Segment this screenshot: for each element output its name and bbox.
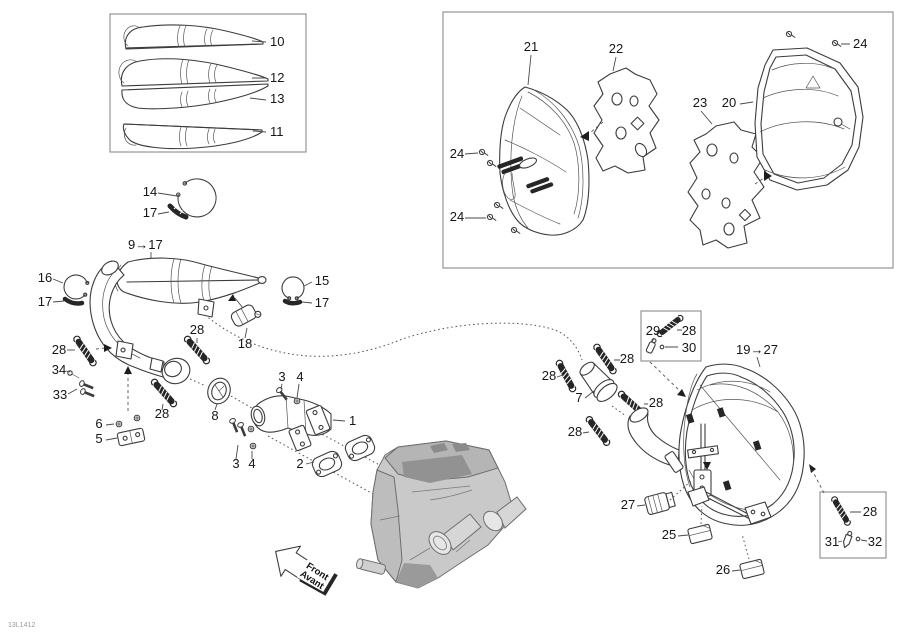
callout: 21 (524, 39, 538, 54)
callout: 29 (646, 323, 660, 338)
left-hardware: 28 28 28 34 33 6 5 (52, 322, 211, 447)
callout: 10 (270, 34, 284, 49)
spring-28 (592, 343, 617, 375)
callout: 28 (682, 323, 696, 338)
callout: 28 (542, 368, 556, 383)
spring-28 (585, 415, 612, 446)
callout: 4 (296, 369, 303, 384)
callout: 33 (53, 387, 67, 402)
insulation-sheet-right (687, 121, 765, 249)
rubber-mount-27 (644, 491, 676, 515)
callout: 28 (52, 342, 66, 357)
callout: 17 (143, 205, 157, 220)
muffler-half-11 (122, 123, 263, 150)
callout: 28 (863, 504, 877, 519)
engine (356, 440, 527, 589)
callout: 25 (662, 527, 676, 542)
callout: 20 (722, 95, 736, 110)
nut-6 (133, 414, 141, 422)
callout: 3 (278, 369, 285, 384)
callout: 5 (95, 431, 102, 446)
muffler-halves-inset: 10 12 13 11 (109, 13, 307, 153)
routing-guide-line (204, 314, 583, 361)
muffler-half-12 (118, 58, 269, 87)
callout: 22 (609, 41, 623, 56)
figure-code: 13L1412 (8, 622, 35, 629)
callout: 9→17 (128, 237, 163, 252)
callout: 26 (716, 562, 730, 577)
clamp-block-26 (739, 558, 765, 580)
callout: 8 (211, 408, 218, 423)
manifold-assembly: 1 3 4 3 4 2 (189, 369, 431, 501)
callout: 28 (568, 424, 582, 439)
callout: 24 (853, 36, 867, 51)
callout: 16 (38, 270, 52, 285)
muffler-mounts: 27 25 26 (621, 480, 765, 580)
muffler-half-10 (123, 24, 264, 50)
callout: 23 (693, 95, 707, 110)
callout: 19→27 (736, 342, 778, 357)
callout: 28 (155, 406, 169, 421)
spring-28 (555, 359, 577, 393)
callout: 12 (270, 70, 284, 85)
callout: 32 (868, 534, 882, 549)
inset-box-frame (819, 491, 887, 559)
c-ring-left-group: 16 17 (38, 270, 90, 309)
callout: 18 (238, 336, 252, 351)
callout: 1 (349, 413, 356, 428)
bracket-5 (116, 427, 146, 447)
spring-kit-inset-bottom: 28 31 32 (811, 469, 887, 559)
callout: 6 (95, 416, 102, 431)
muffler-assembly: 19→27 (627, 342, 816, 526)
gasket-ring-8: 8 (207, 377, 231, 423)
muffler-half-13 (121, 83, 269, 110)
callout: 4 (248, 456, 255, 471)
callout: 24 (450, 209, 464, 224)
callout: 14 (143, 184, 157, 199)
callout: 24 (450, 146, 464, 161)
spring-kit-inset-top: 29 28 30 (640, 310, 702, 397)
callout: 17 (38, 294, 52, 309)
c-ring-right-group: 15 17 (281, 273, 329, 310)
callout: 17 (315, 295, 329, 310)
callout: 27 (621, 497, 635, 512)
callout: 7 (575, 390, 582, 405)
callout: 31 (825, 534, 839, 549)
callout: 34 (52, 362, 66, 377)
callout: 28 (190, 322, 204, 337)
clamp-sensor-18: 18 (228, 294, 262, 351)
gasket-2 (311, 450, 343, 478)
spring-leaders (556, 359, 648, 434)
gasket-2 (344, 434, 376, 462)
insulation-sheet-left (593, 67, 660, 174)
callout: 3 (232, 456, 239, 471)
clamp-block-25 (687, 523, 713, 545)
nut-6 (115, 420, 123, 428)
heat-shield-cover-left (497, 86, 590, 236)
callout: 11 (270, 124, 284, 139)
spring-28 (72, 335, 97, 367)
exhaust-sleeve-7: 7 (575, 361, 627, 417)
callout: 13 (270, 91, 284, 106)
callout: 2 (296, 456, 303, 471)
heat-shield-cover-right (754, 47, 864, 191)
seal-ring-group: 14 17 (143, 178, 217, 220)
callout: 28 (620, 351, 634, 366)
callout: 28 (649, 395, 663, 410)
callout: 15 (315, 273, 329, 288)
front-direction-arrow: Front Avant (275, 545, 338, 596)
heat-shield-inset: 21 22 24 23 20 24 24 (442, 11, 894, 269)
callout: 30 (682, 340, 696, 355)
